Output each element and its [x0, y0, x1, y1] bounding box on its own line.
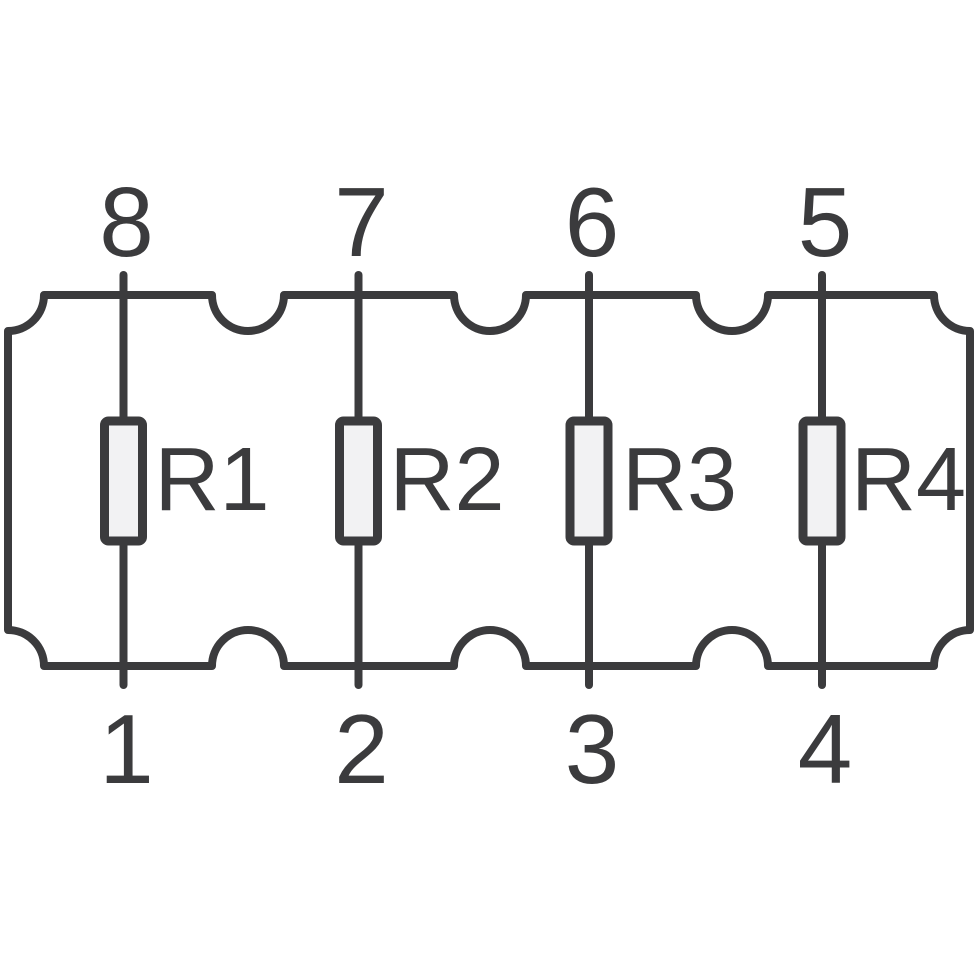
resistor-r2-body [335, 416, 382, 546]
pin-number-top-8: 8 [99, 167, 154, 277]
pin-number-top-5: 5 [798, 167, 853, 277]
pin-number-top-6: 6 [565, 167, 620, 277]
resistor-r3-body [565, 416, 613, 546]
resistor-r4-label: R4 [851, 430, 966, 530]
resistor-r1-label: R1 [155, 430, 270, 530]
pin-number-bottom-3: 3 [565, 694, 620, 804]
package-body-outline [4, 291, 974, 670]
resistor-r2-label: R2 [390, 430, 505, 530]
pin-number-bottom-2: 2 [334, 694, 389, 804]
resistor-r3-label: R3 [622, 430, 737, 530]
resistor-r1-body [100, 416, 147, 546]
resistor-r4-body [798, 416, 846, 546]
pin-number-bottom-1: 1 [99, 694, 154, 804]
pin-number-bottom-4: 4 [798, 694, 853, 804]
pin-number-top-7: 7 [334, 167, 389, 277]
